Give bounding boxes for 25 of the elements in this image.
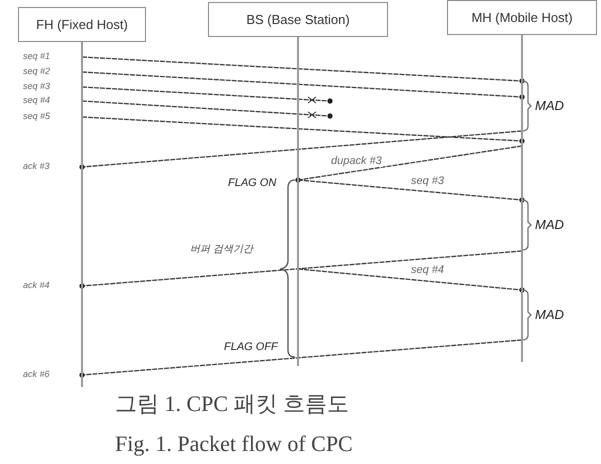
caption-text: 그림 1. CPC 패킷 흐름도	[115, 392, 350, 416]
edge-label: ack #3	[22, 162, 51, 171]
edge-label: seq #3	[410, 176, 446, 187]
edge-label: seq #4	[410, 265, 446, 276]
note-text: MAD	[535, 308, 564, 322]
note-text: 버퍼 검색기간	[190, 244, 253, 255]
edge-label: dupack #3	[330, 156, 383, 167]
lifeline-header: FH (Fixed Host)	[18, 7, 146, 42]
edge-label: seq #5	[22, 112, 52, 121]
lifeline-header: BS (Base Station)	[208, 2, 388, 37]
lifeline	[81, 42, 83, 387]
lifeline-header: MH (Mobile Host)	[447, 0, 597, 35]
edge-label: ack #4	[22, 281, 51, 290]
lifeline	[521, 35, 523, 362]
edge-label: seq #1	[22, 52, 52, 61]
lifeline	[297, 37, 299, 366]
caption-text: Fig. 1. Packet flow of CPC	[115, 432, 353, 456]
edge-label: seq #4	[22, 96, 52, 105]
note-text: MAD	[535, 99, 564, 114]
note-text: FLAG ON	[228, 177, 276, 190]
note-text: MAD	[535, 218, 564, 232]
edge-label: seq #3	[22, 82, 52, 91]
note-text: FLAG OFF	[224, 341, 278, 354]
edge-label: ack #6	[22, 370, 51, 379]
edge-label: seq #2	[22, 67, 52, 76]
